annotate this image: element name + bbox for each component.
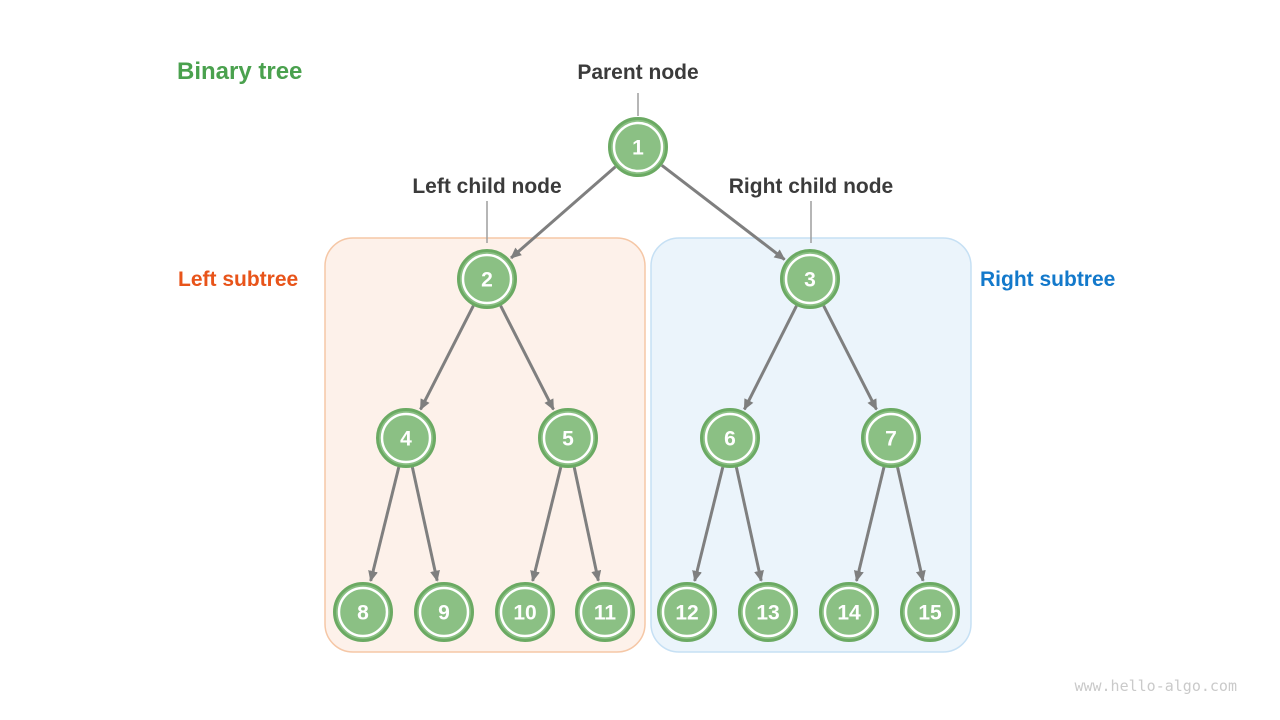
tree-node-12: 12 xyxy=(657,582,717,642)
node-value: 13 xyxy=(756,602,779,625)
node-value: 4 xyxy=(400,428,412,451)
node-circle xyxy=(414,582,474,642)
node-value: 15 xyxy=(918,602,942,625)
node-circle xyxy=(780,249,840,309)
edge-6-13 xyxy=(734,466,764,582)
edge-1-3 xyxy=(660,164,786,261)
edge-4-8 xyxy=(368,466,401,582)
right-child-node-label: Right child node xyxy=(728,175,894,198)
edge-6-12 xyxy=(692,466,725,582)
node-inner-ring xyxy=(661,586,713,638)
node-inner-ring xyxy=(865,412,917,464)
tree-node-13: 13 xyxy=(738,582,798,642)
tree-node-11: 11 xyxy=(575,582,635,642)
node-value: 10 xyxy=(513,602,536,625)
node-value: 6 xyxy=(724,428,736,451)
node-inner-ring xyxy=(612,121,664,173)
edge-5-11 xyxy=(572,467,602,582)
node-inner-ring xyxy=(823,586,875,638)
node-circle xyxy=(657,582,717,642)
node-inner-ring xyxy=(499,586,551,638)
node-value: 14 xyxy=(837,602,861,625)
diagram-title: Binary tree xyxy=(177,58,303,85)
node-value: 7 xyxy=(885,428,897,451)
node-value: 9 xyxy=(438,602,450,625)
edge-1-2 xyxy=(510,165,617,260)
node-circle xyxy=(495,582,555,642)
node-inner-ring xyxy=(337,586,389,638)
node-circle xyxy=(457,249,517,309)
node-circle xyxy=(608,117,668,177)
edge-3-6 xyxy=(743,305,798,411)
node-value: 12 xyxy=(675,602,698,625)
tree-node-3: 3 xyxy=(780,249,840,309)
edge-5-10 xyxy=(530,466,563,582)
node-circle xyxy=(575,582,635,642)
node-circle xyxy=(376,408,436,468)
node-value: 8 xyxy=(357,602,369,625)
node-value: 11 xyxy=(594,602,617,625)
node-circle xyxy=(819,582,879,642)
edge-7-15 xyxy=(896,466,926,582)
edge-2-5 xyxy=(499,305,555,411)
node-inner-ring xyxy=(742,586,794,638)
tree-node-14: 14 xyxy=(819,582,879,642)
tree-node-1: 1 xyxy=(608,117,668,177)
node-inner-ring xyxy=(380,412,432,464)
edge-4-9 xyxy=(410,466,440,582)
node-value: 5 xyxy=(562,428,574,451)
tree-node-2: 2 xyxy=(457,249,517,309)
left-subtree-label: Left subtree xyxy=(178,268,299,291)
tree-node-9: 9 xyxy=(414,582,474,642)
edge-2-4 xyxy=(419,305,475,411)
node-circle xyxy=(861,408,921,468)
tree-node-7: 7 xyxy=(861,408,921,468)
node-inner-ring xyxy=(904,586,956,638)
left-child-node-label: Left child node xyxy=(412,175,562,198)
node-value: 2 xyxy=(481,269,493,292)
node-inner-ring xyxy=(784,253,836,305)
node-circle xyxy=(538,408,598,468)
tree-node-4: 4 xyxy=(376,408,436,468)
node-value: 3 xyxy=(804,269,816,292)
tree-node-15: 15 xyxy=(900,582,960,642)
left-subtree-box xyxy=(324,237,646,653)
edge-7-14 xyxy=(853,466,886,582)
parent-node-label: Parent node xyxy=(577,61,699,84)
node-inner-ring xyxy=(542,412,594,464)
right-subtree-label: Right subtree xyxy=(980,268,1116,291)
node-inner-ring xyxy=(418,586,470,638)
node-circle xyxy=(738,582,798,642)
tree-node-5: 5 xyxy=(538,408,598,468)
node-value: 1 xyxy=(632,137,644,160)
node-inner-ring xyxy=(704,412,756,464)
node-circle xyxy=(900,582,960,642)
node-circle xyxy=(333,582,393,642)
tree-node-6: 6 xyxy=(700,408,760,468)
watermark: www.hello-algo.com xyxy=(1074,677,1237,695)
node-inner-ring xyxy=(461,253,513,305)
tree-node-8: 8 xyxy=(333,582,393,642)
tree-node-10: 10 xyxy=(495,582,555,642)
edge-3-7 xyxy=(822,305,878,411)
node-inner-ring xyxy=(579,586,631,638)
node-circle xyxy=(700,408,760,468)
